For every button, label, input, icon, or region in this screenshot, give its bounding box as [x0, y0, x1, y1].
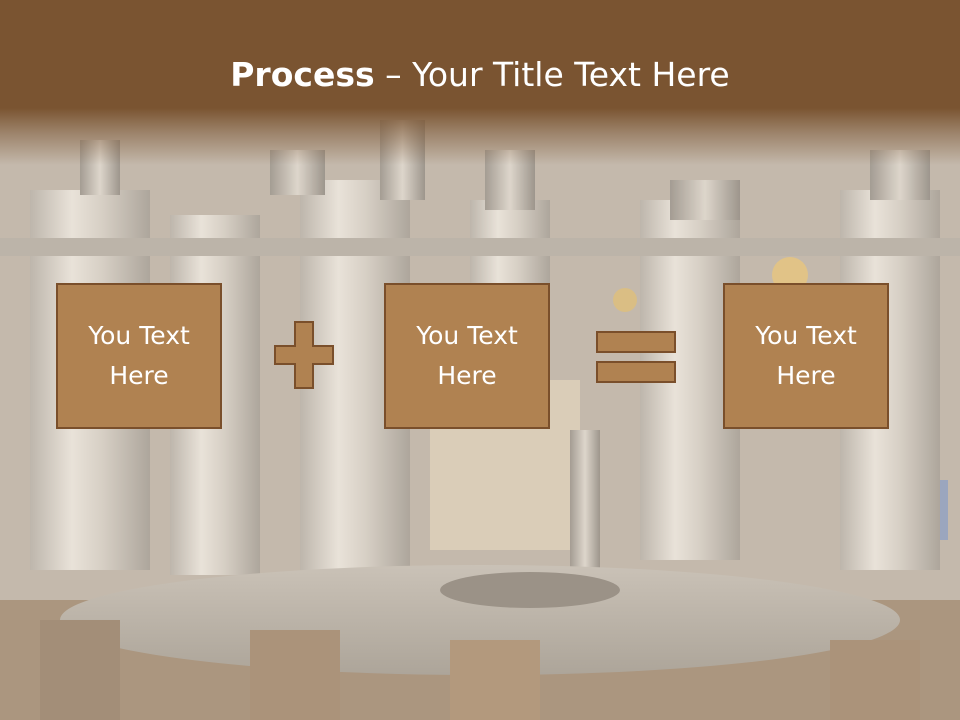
plus-icon: [274, 321, 334, 389]
slide-title-rest: – Your Title Text Here: [374, 55, 730, 94]
equals-icon: [596, 331, 676, 383]
title-band: [0, 0, 960, 165]
process-box-3-label: You Text Here: [755, 321, 857, 390]
process-box-1[interactable]: You Text Here: [56, 283, 222, 429]
process-box-2-label: You Text Here: [416, 321, 518, 390]
process-box-3[interactable]: You Text Here: [723, 283, 889, 429]
process-box-2[interactable]: You Text Here: [384, 283, 550, 429]
process-box-1-label: You Text Here: [88, 321, 190, 390]
slide-title-bold: Process: [230, 55, 375, 94]
slide-title: Process – Your Title Text Here: [0, 52, 960, 98]
